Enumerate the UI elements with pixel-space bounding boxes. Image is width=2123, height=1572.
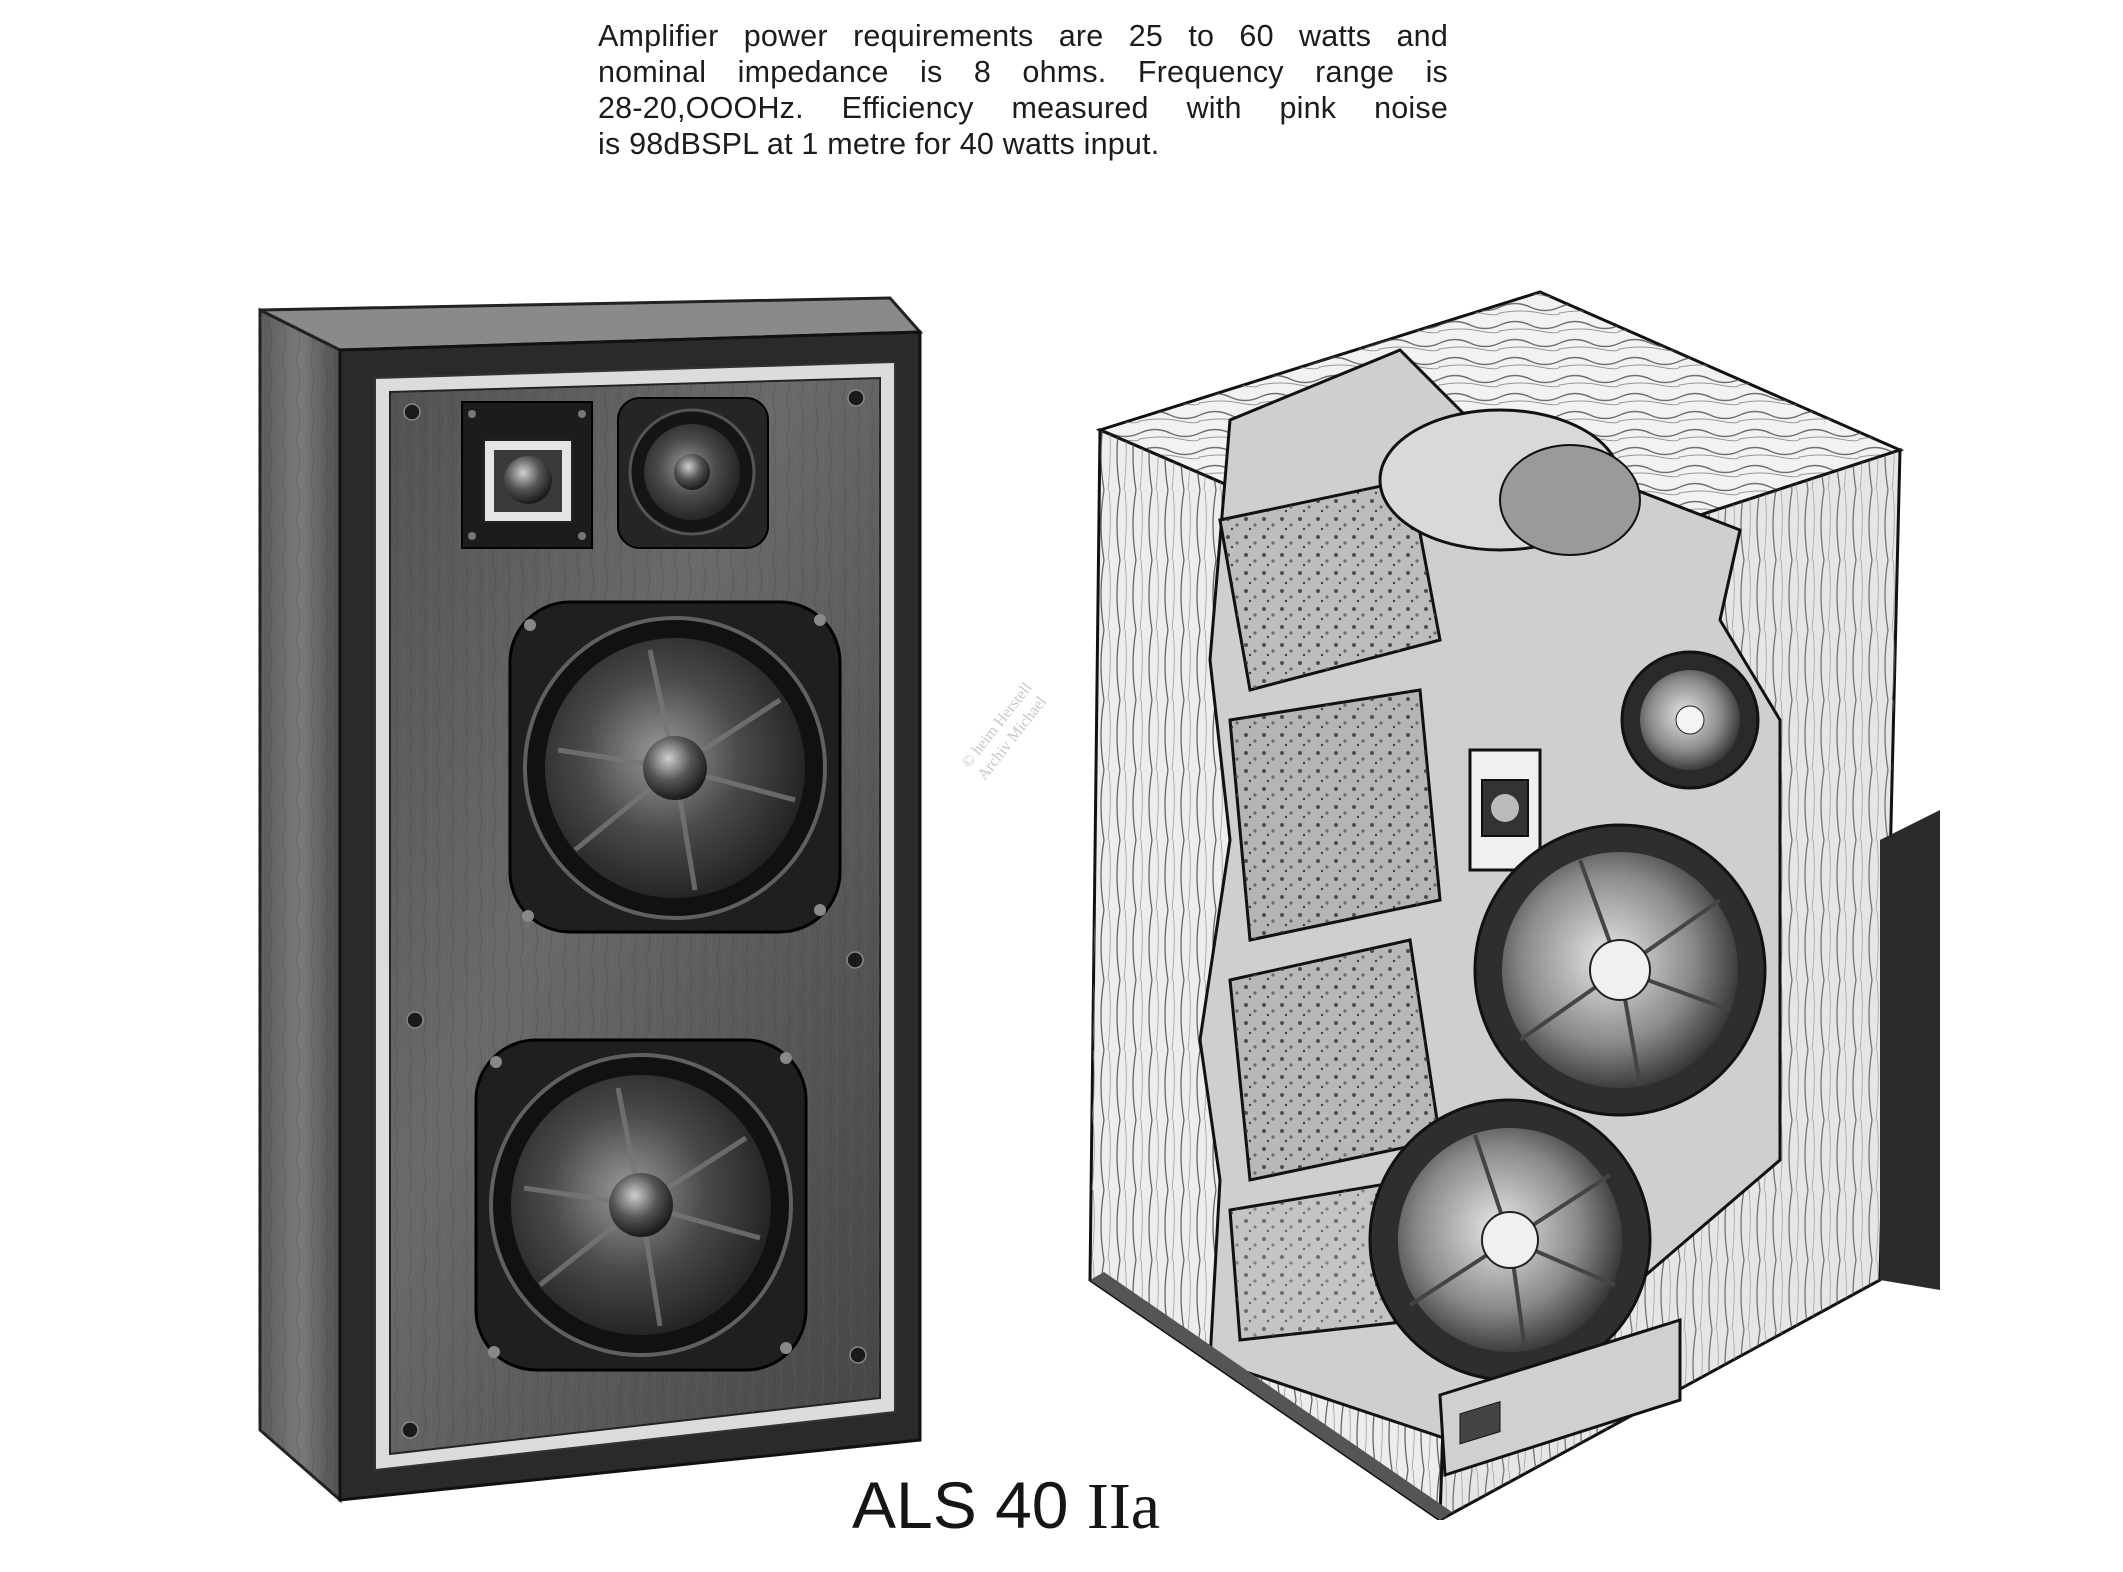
spec-line-3: 28-20,OOOHz. Efficiency measured with pi…: [598, 91, 1448, 125]
woofer-lower: [1368, 1098, 1652, 1382]
spec-line-1: Amplifier power requirements are 25 to 6…: [598, 19, 1448, 53]
spec-line-2: nominal impedance is 8 ohms. Frequency r…: [598, 55, 1448, 89]
front-speaker-illustration: [258, 296, 924, 1504]
damping-material: [1218, 478, 1442, 1342]
screw: [401, 1421, 419, 1439]
tweeter: [1468, 748, 1542, 872]
woofer-lower: [474, 1038, 808, 1372]
midrange-driver: [1620, 650, 1760, 790]
cabinet-base: [1090, 1272, 1452, 1520]
cabinet-shadow: [1880, 810, 1940, 1290]
screw: [403, 403, 421, 421]
model-name: ALS 40: [852, 1468, 1069, 1542]
screw: [846, 951, 864, 969]
spec-line-4: is 98dBSPL at 1 metre for 40 watts input…: [598, 127, 1160, 161]
screw: [406, 1011, 424, 1029]
badge-plate: [1438, 1317, 1682, 1478]
woofer-upper: [508, 600, 842, 934]
screw: [849, 1346, 867, 1364]
model-title: ALS 40 IIa: [852, 1468, 1160, 1544]
midrange-driver: [617, 397, 769, 549]
woofer-upper: [1473, 823, 1767, 1117]
spec-paragraph: Amplifier power requirements are 25 to 6…: [598, 18, 1448, 162]
bass-port-tube: [1378, 408, 1641, 556]
screw: [847, 389, 865, 407]
model-suffix: IIa: [1086, 1470, 1161, 1543]
tweeter: [461, 401, 593, 549]
watermark: © heim Herstell Archiv Michael: [958, 679, 1053, 785]
cutaway-speaker-illustration: [1088, 290, 1940, 1520]
